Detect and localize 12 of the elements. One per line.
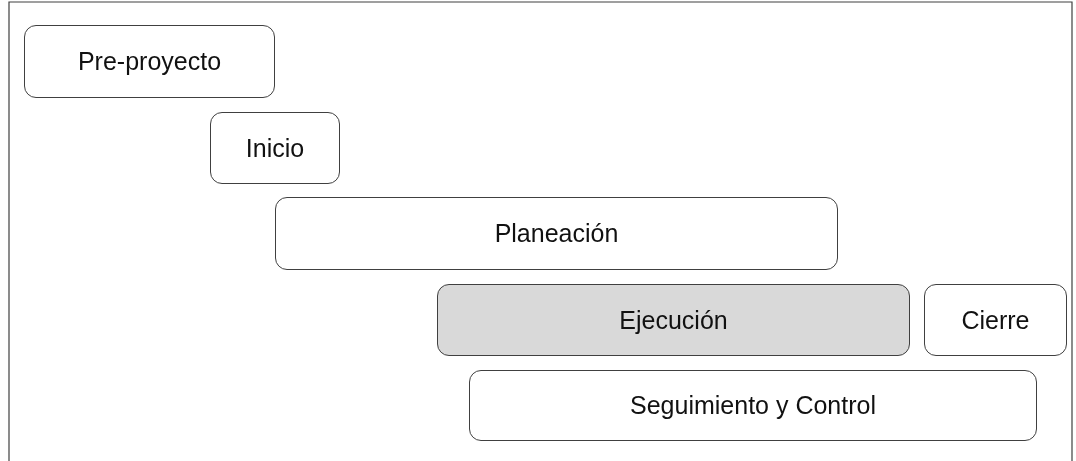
phase-label: Planeación — [494, 219, 619, 248]
phase-label: Seguimiento y Control — [630, 391, 876, 420]
phase-label: Inicio — [245, 133, 305, 163]
phase-box — [924, 284, 1067, 356]
phase-label: Cierre — [961, 305, 1030, 335]
phase-label: Ejecución — [619, 305, 728, 335]
phase-box — [24, 25, 275, 98]
phase-label: Pre-proyecto — [77, 47, 222, 76]
phase-box — [437, 284, 910, 356]
phase-box — [210, 112, 340, 184]
phase-box — [469, 370, 1037, 441]
phase-box — [275, 197, 838, 270]
